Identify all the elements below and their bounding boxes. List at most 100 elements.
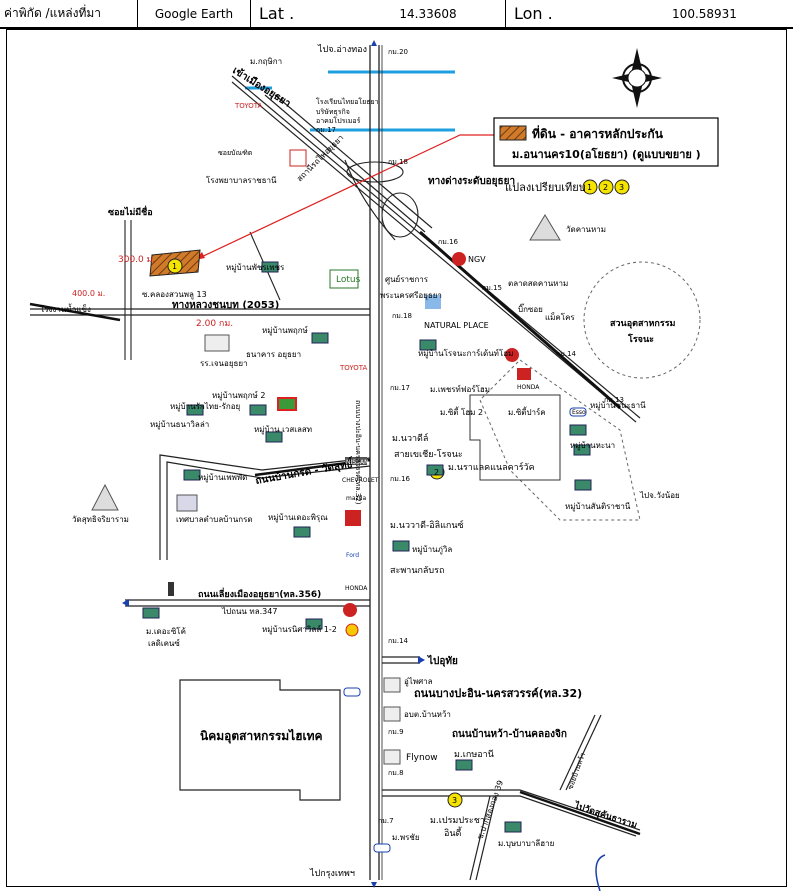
- label-hitech: นิคมอุตสาหกรรมไฮเทค: [200, 728, 323, 744]
- label-mpp-ruk-thai: หมู่บ้านรักไทย-รักอยุ: [170, 402, 240, 412]
- hitech-estate-outline: [179, 679, 341, 801]
- label-hospital: โรงพยาบาลราชธานี: [206, 175, 277, 185]
- lotus-icon: [329, 269, 359, 289]
- label-km17: กม.17: [316, 126, 336, 134]
- label-hamna: หมู่บ้านหะนา: [570, 441, 615, 451]
- big-c-green: [279, 399, 295, 409]
- label-hwy2053: ทางหลวงชนบท (2053): [172, 300, 279, 311]
- hospital-icon: [289, 149, 307, 167]
- legend-subtitle: ม.อนานคร10(อโยธยา) (ดูแบบขยาย ): [512, 147, 701, 162]
- label-intee: อินดี้: [444, 826, 463, 839]
- arrow-down-south: [371, 882, 377, 888]
- label-terrace2: เลดิเคนซ์: [148, 638, 180, 648]
- traffic-light-icon: [168, 582, 174, 596]
- label-honda: HONDA: [517, 384, 540, 391]
- label-pornchai: ม.พรชัย: [392, 833, 420, 842]
- label-mpp-phrik2: หมู่บ้านพฤกษ์ 2: [212, 390, 265, 401]
- office-banwa-icon: [383, 706, 401, 722]
- label-mpp-chon: หมู่บ้านชนะธานี: [590, 401, 646, 411]
- label-rojana: โรจนะ: [627, 333, 654, 345]
- label-km16b: กม.16: [390, 475, 411, 483]
- label-road-banwa: ถนนบ้านหว้า-บ้านคลองจิก: [452, 728, 567, 740]
- fuel-icon-ngv: [452, 252, 466, 266]
- label-chevrolet: CHEVROLET: [342, 477, 379, 484]
- label-mpp-sun: หมู่บ้านสันติราชานี: [565, 502, 631, 512]
- label-honda2: HONDA: [345, 585, 368, 592]
- label-market: ตลาดสดคานหาม: [508, 279, 568, 288]
- label-citypark: ม.ซิตี้ปาร์ค: [508, 406, 546, 417]
- rojana-estate: [583, 261, 701, 379]
- label-wat-suttha: วัดสุทธิจริยาราม: [72, 515, 129, 524]
- lon-value: 100.58931: [672, 6, 737, 21]
- label-school-cheng: รร.เจนอยุธยา: [200, 359, 248, 368]
- legend-title: ที่ดิน - อาคารหลักประกัน: [532, 125, 664, 141]
- label-mpp-phuwil: หมู่บ้านภู่วิล: [412, 545, 452, 555]
- mitsubishi-logo-icon: [345, 510, 361, 526]
- blue-line-scribble: [595, 854, 606, 891]
- label-to-udhai: ไปอุทัย: [427, 654, 458, 667]
- city-park-block: [469, 394, 561, 481]
- road-bankorn: [159, 454, 371, 560]
- fuel-icon-ptt: [505, 348, 519, 362]
- esso-icon: [343, 687, 361, 697]
- label-bank: ธนาคาร อยุธยา: [246, 350, 301, 359]
- label-no-name-soi: ซอยไม่มีชื่อ: [108, 205, 153, 218]
- label-expressway: ทางด่างระดับอยุธยา: [428, 175, 515, 187]
- legend-box: [493, 117, 719, 167]
- label-cityhome2: ม.ซิตี้ โฮม 2: [440, 406, 483, 417]
- label-km15: กม.15: [482, 284, 502, 292]
- honda-logo-icon: [517, 368, 531, 380]
- label-esso: Esso: [572, 409, 586, 416]
- label-mpp-krisin: หมู่บ้านเดอะพิรุณ: [268, 513, 328, 523]
- label-km17b: กม.17: [390, 384, 410, 392]
- label-road-rama: ถนนบางปะอิน-นครสวรรค์(ทล.32): [354, 400, 362, 505]
- label-natural-place: NATURAL PLACE: [424, 321, 489, 330]
- label-suan: สวนอุตสาหกรรม: [610, 319, 676, 329]
- label-km14: กม.14: [556, 350, 577, 358]
- fuel-icon-ptt2: [343, 603, 357, 617]
- label-newwantee: ม.นววาดี-อิลิแกนซ์: [390, 519, 464, 531]
- arrow-up-north: [371, 40, 377, 46]
- label-nissan: NISSAN: [346, 459, 369, 466]
- temple-icon-kanhom: [529, 214, 561, 241]
- comp-label-2: 2: [434, 468, 439, 477]
- lat-label: Lat .: [259, 4, 295, 23]
- label-toyota2: TOYOTA: [339, 364, 368, 372]
- comp-label-3: 3: [452, 796, 457, 805]
- municipality-icon: [176, 494, 198, 512]
- map-frame: [6, 29, 787, 887]
- source-value: Google Earth: [138, 0, 251, 27]
- label-mpp-phrik: หมู่บ้านพฤกษ์: [262, 325, 308, 336]
- temple-icon-suttha: [91, 483, 119, 511]
- label-dist300: 300.0 ม.: [118, 255, 155, 265]
- label-gov-center: ศูนย์ราชการ: [385, 274, 429, 285]
- label-soi-n: ซอยบัณฑิต: [218, 149, 253, 157]
- legend-swatch: [499, 125, 527, 141]
- label-gov-center2: พระนครศรีอยุธยา: [380, 291, 442, 300]
- label-soi-khlong: ซ.คลองสวนพลู 13: [142, 290, 207, 300]
- label-dist400: 400.0 ม.: [72, 289, 105, 298]
- legend-comp-1: 1: [587, 183, 592, 192]
- coord-label: ค่าพิกัด /แหล่งที่มา: [0, 0, 138, 27]
- label-km16: กม.16: [438, 238, 459, 246]
- label-to-wangnoi: ไปจ.อ่างทอง: [317, 44, 367, 55]
- comp-marker-1: [167, 258, 183, 274]
- highway-32: [369, 45, 383, 880]
- label-laisai: สายเขเชีย-โรจนะ: [394, 449, 463, 460]
- road-west-stub: [29, 302, 121, 322]
- label-office-banwa: อบต.บ้านหว้า: [404, 710, 451, 719]
- label-road32: ถนนบางปะอิน-นครสวรรค์(ทล.32): [414, 687, 582, 700]
- label-km20: กม.20: [388, 48, 408, 56]
- expressway: [264, 94, 433, 233]
- label-dist200km: 2.00 กม.: [196, 319, 233, 329]
- label-kasem: ม.เกษอานี: [454, 749, 494, 760]
- label-mpp-phet: หมู่บ้านพัชรเพชร: [226, 263, 285, 273]
- label-soi39: ซ.ปากสองกอง 39: [475, 779, 505, 841]
- uthai-icon: [383, 677, 401, 693]
- label-bridge: สะพานกลับรถ: [390, 566, 444, 576]
- legend-comp-3: 3: [619, 183, 624, 192]
- label-nawatee: ม.นวาดีล์: [392, 432, 428, 444]
- label-to-bangkok: ไปกรุงเทพฯ: [309, 868, 355, 879]
- arrow-right-udhai: [418, 656, 425, 664]
- label-to-wat: ไปวัดสุคันธาราม: [572, 799, 639, 831]
